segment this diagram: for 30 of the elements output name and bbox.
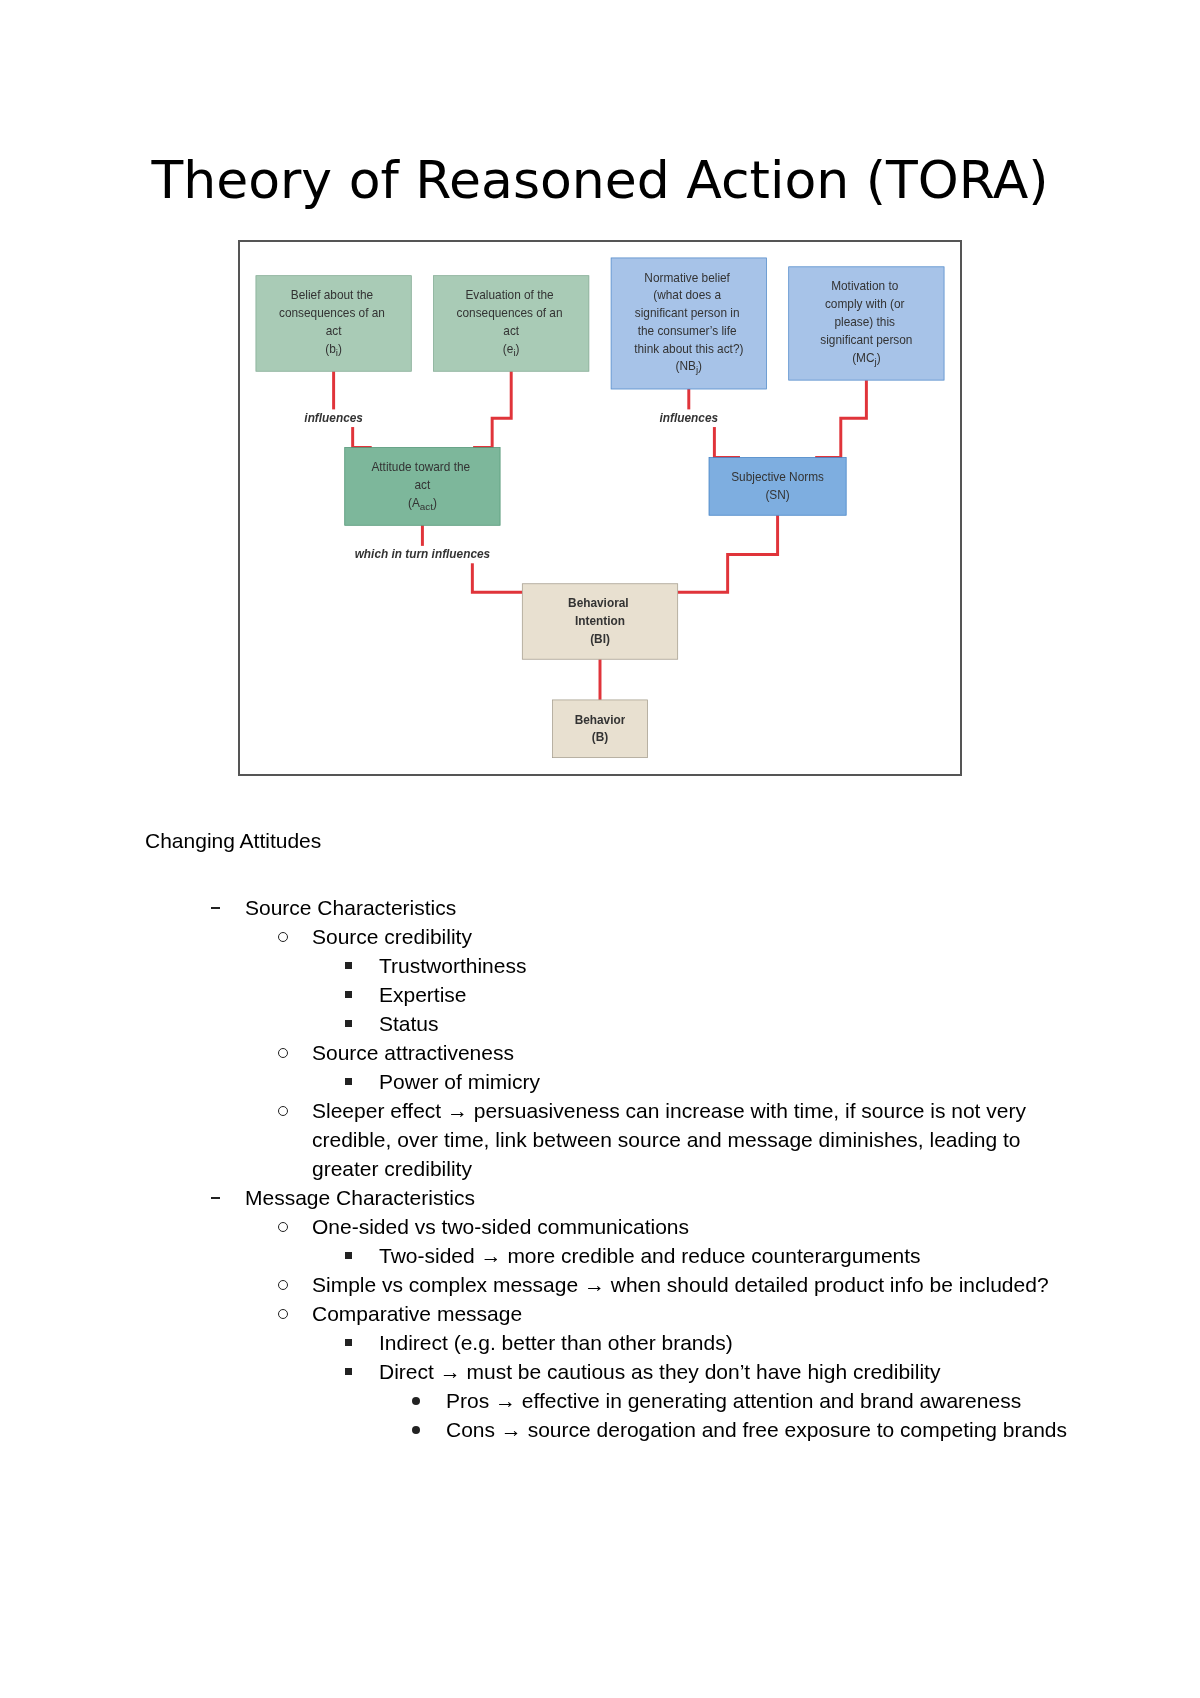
node-box: Normative belief (what does a significant person in the consumer’s life think about this act?) (NB$_{j}$) — [610, 257, 767, 390]
edge-label: which in turn influences — [354, 547, 491, 561]
bullet-text: One-sided vs two-sided communications — [312, 1214, 689, 1238]
bullet-text: Status — [379, 1011, 439, 1035]
bullet-text: Expertise — [379, 982, 467, 1006]
section-heading: Changing Attitudes — [145, 828, 322, 852]
bullet-text: Power of mimicry — [379, 1069, 541, 1093]
node-box: Attitude toward the act (A$_{act}$) — [344, 447, 501, 526]
bullet-text: Source attractiveness — [312, 1040, 514, 1064]
bullet-text: Message Characteristics — [245, 1185, 475, 1209]
edge-label: influences — [659, 411, 719, 425]
bullet-text: Two-sided → more credible and reduce counterarguments — [379, 1243, 921, 1267]
bullet-text: Simple vs complex message → when should detailed product info be included? — [312, 1272, 1049, 1296]
node-box: Subjective Norms (SN) — [708, 457, 847, 516]
node-box: Motivation to comply with (or please) this significant person (MC$_{j}$) — [788, 266, 945, 381]
node-box: Belief about the consequences of an act (b$_{i}$) — [255, 275, 412, 372]
bullet-text: Pros → effective in generating attention and brand awareness — [446, 1388, 1022, 1412]
bullet-text: Indirect (e.g. better than other brands) — [379, 1330, 733, 1354]
bullet-text: Comparative message — [312, 1301, 523, 1325]
bullet-text: Cons → source derogation and free exposure to competing brands — [446, 1417, 1068, 1441]
bullet-text: Source credibility — [312, 924, 472, 948]
node-box: Behavior (B) — [552, 699, 648, 758]
bullet-text: Trustworthiness — [379, 953, 527, 977]
node-box: Behavioral Intention (BI) — [521, 583, 679, 660]
bullet-text: Source Characteristics — [245, 895, 457, 919]
bullet-text: Sleeper effect → persuasiveness can increase with time, if source is not very credible, over time, link between source and message diminishes, leading to greater credibility — [312, 1098, 1026, 1180]
diagram-title: Theory of Reasoned Action (TORA) — [150, 150, 1050, 210]
bullet-text: Direct → must be cautious as they don’t have high credibility — [379, 1359, 941, 1383]
node-box: Evaluation of the consequences of an act (e$_{i}$) — [433, 275, 590, 372]
edge-label: influences — [304, 411, 363, 425]
